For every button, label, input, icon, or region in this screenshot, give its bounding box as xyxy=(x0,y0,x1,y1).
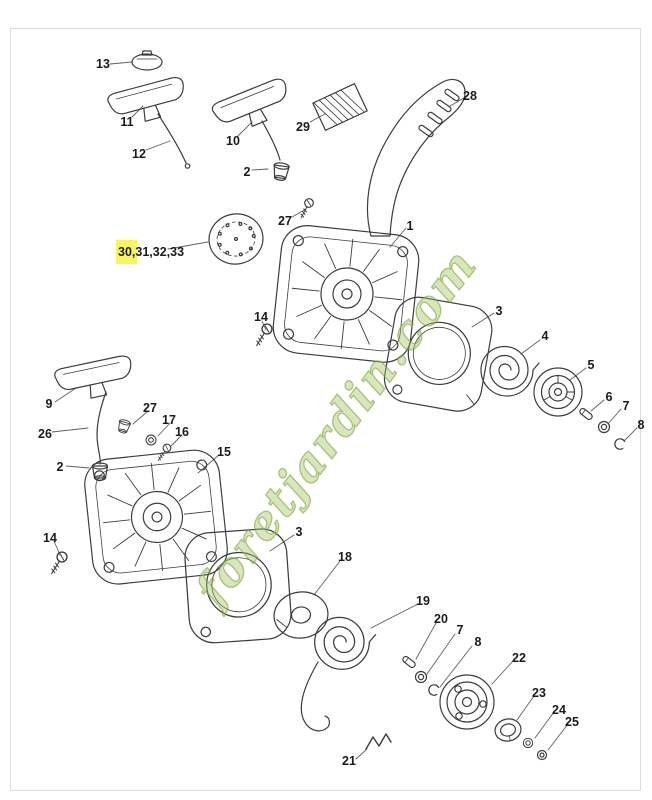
rewind-spring-drawing xyxy=(480,345,540,397)
starter-grip-drawing xyxy=(105,74,191,130)
callout-23: 23 xyxy=(532,685,546,700)
pawl-pin-drawing xyxy=(578,406,594,422)
callout-29: 29 xyxy=(296,119,310,134)
rewind-spring-drawing xyxy=(314,616,377,670)
callout-27-a: 27 xyxy=(278,213,292,228)
callout-6: 6 xyxy=(605,389,613,404)
callout-8-a: 8 xyxy=(637,417,645,432)
fan-housing-drawing xyxy=(270,222,422,366)
callout-2-b: 2 xyxy=(56,459,64,474)
callout-24: 24 xyxy=(552,702,566,717)
callout-group-30-33: 30,31,32,33 xyxy=(118,244,185,259)
starter-cover-drawing xyxy=(380,292,497,416)
circlip-drawing xyxy=(427,683,440,697)
starter-cover-drawing xyxy=(182,526,294,646)
washer-drawing xyxy=(597,420,611,434)
spring-clip-drawing xyxy=(365,733,392,750)
callout-4: 4 xyxy=(541,328,549,343)
callout-9: 9 xyxy=(45,396,53,411)
starter-rope-drawing xyxy=(96,113,331,732)
callout-14-b: 14 xyxy=(43,530,57,545)
grip-cap-drawing xyxy=(131,50,163,71)
perforated-disc-drawing xyxy=(208,213,264,265)
rope-pulley-drawing xyxy=(439,674,495,730)
callout-15: 15 xyxy=(217,444,231,459)
callout-2-a: 2 xyxy=(243,164,251,179)
screw-drawing xyxy=(251,321,275,349)
callout-14-a: 14 xyxy=(254,309,268,324)
callout-19: 19 xyxy=(416,593,430,608)
callout-12: 12 xyxy=(132,146,146,161)
callout-3-b: 3 xyxy=(295,524,303,539)
starter-cap-drawing xyxy=(494,718,522,742)
callout-1: 1 xyxy=(406,218,414,233)
callout-20: 20 xyxy=(434,611,448,626)
callout-21: 21 xyxy=(342,753,356,768)
washer-drawing xyxy=(522,737,534,749)
rope-bushing-drawing xyxy=(271,161,291,182)
callout-18: 18 xyxy=(338,549,352,564)
callout-22: 22 xyxy=(512,650,526,665)
ring-washer-drawing xyxy=(273,591,329,639)
callout-16: 16 xyxy=(175,424,189,439)
washer-drawing xyxy=(414,670,428,684)
starter-grip-drawing xyxy=(210,75,296,139)
callout-17: 17 xyxy=(162,412,176,427)
leader-lines xyxy=(51,61,638,760)
grip-pad-drawing xyxy=(312,83,368,131)
callout-11: 11 xyxy=(120,114,134,129)
callout-25: 25 xyxy=(565,714,579,729)
screw-drawing xyxy=(296,196,316,221)
callout-27-b: 27 xyxy=(143,400,157,415)
callout-7-b: 7 xyxy=(456,622,464,637)
callout-3-a: 3 xyxy=(495,303,503,318)
callout-7-a: 7 xyxy=(622,398,630,413)
top-handle-drawing xyxy=(366,78,466,237)
callout-5: 5 xyxy=(587,357,595,372)
highlight-box xyxy=(116,240,137,264)
callout-28: 28 xyxy=(463,88,477,103)
pawl-pin-drawing xyxy=(401,654,417,670)
callout-8-b: 8 xyxy=(474,634,482,649)
callout-10: 10 xyxy=(226,133,240,148)
callout-13: 13 xyxy=(96,56,110,71)
washer-drawing xyxy=(145,434,157,446)
callout-26: 26 xyxy=(38,426,52,441)
rope-rotor-drawing xyxy=(533,367,583,417)
screw-drawing xyxy=(46,549,70,577)
bushing-drawing xyxy=(116,418,132,435)
circlip-drawing xyxy=(613,437,626,451)
starter-grip-drawing xyxy=(53,353,137,406)
nut-drawing xyxy=(536,749,548,761)
